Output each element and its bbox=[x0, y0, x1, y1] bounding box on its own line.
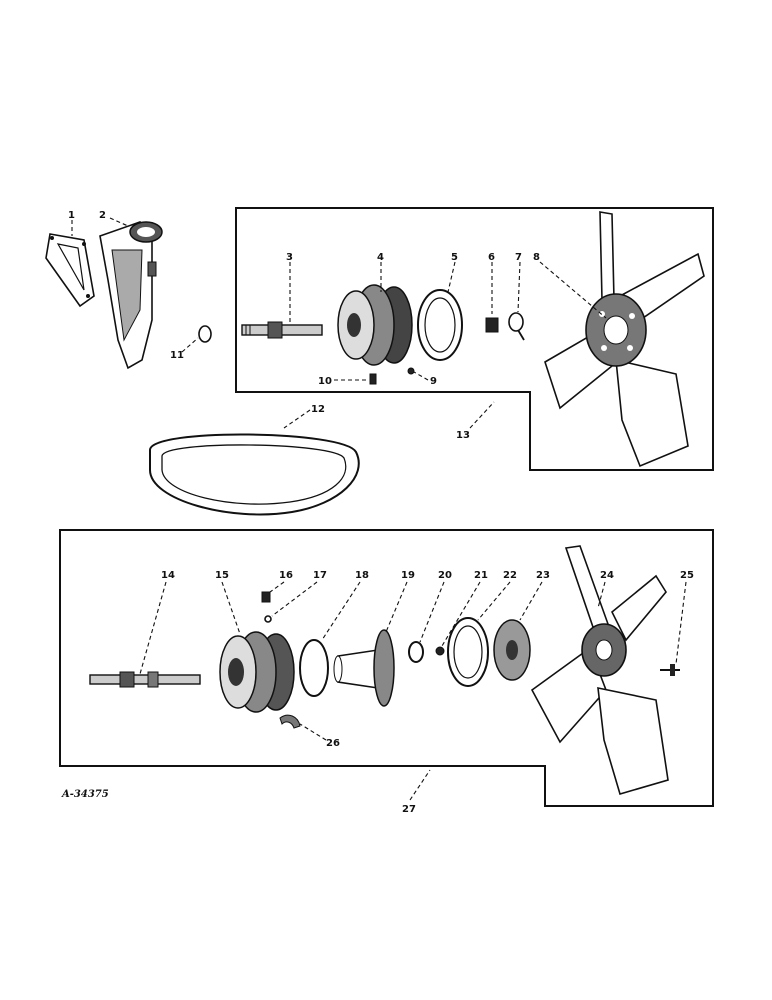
part-24-fan bbox=[530, 545, 669, 795]
part-6-nut bbox=[485, 317, 499, 333]
callout-26: 26 bbox=[326, 738, 340, 749]
callout-13: 13 bbox=[456, 430, 470, 441]
leader-lines bbox=[71, 217, 687, 801]
part-10-screw bbox=[369, 373, 377, 385]
callout-10: 10 bbox=[318, 376, 332, 387]
part-1-gasket bbox=[45, 233, 95, 308]
callout-2: 2 bbox=[99, 210, 106, 221]
callout-19: 19 bbox=[401, 570, 415, 581]
callout-16: 16 bbox=[279, 570, 293, 581]
part-11-washer bbox=[198, 325, 212, 343]
callout-21: 21 bbox=[474, 570, 488, 581]
callout-25: 25 bbox=[680, 570, 694, 581]
part-21-washer bbox=[435, 646, 445, 656]
part-14-shaft bbox=[89, 671, 201, 688]
part-4-pulley bbox=[337, 284, 413, 366]
callout-12: 12 bbox=[311, 404, 325, 415]
callout-14: 14 bbox=[161, 570, 175, 581]
callout-9: 9 bbox=[430, 376, 437, 387]
callout-24: 24 bbox=[600, 570, 614, 581]
part-23-plate bbox=[493, 619, 531, 681]
part-20-snapring bbox=[408, 641, 424, 663]
figure-reference-code: A-34375 bbox=[61, 789, 109, 800]
callout-7: 7 bbox=[515, 252, 522, 263]
part-18-oring bbox=[299, 639, 329, 697]
callout-5: 5 bbox=[451, 252, 458, 263]
callout-15: 15 bbox=[215, 570, 229, 581]
part-3-shaft bbox=[241, 321, 323, 339]
part-8-fan bbox=[544, 211, 705, 468]
part-12-fan-belt bbox=[149, 433, 360, 516]
part-19-hub bbox=[333, 629, 395, 707]
part-5-gasket bbox=[417, 289, 463, 361]
callout-4: 4 bbox=[377, 252, 384, 263]
part-16-fitting bbox=[261, 591, 271, 603]
part-17-ring bbox=[264, 615, 272, 623]
callout-3: 3 bbox=[286, 252, 293, 263]
callout-labels: 1 2 3 4 5 6 7 8 9 10 11 12 13 14 15 16 1… bbox=[68, 210, 694, 815]
part-26-seal bbox=[279, 714, 301, 729]
part-7-lockwasher bbox=[508, 312, 525, 341]
assembly-outline-27 bbox=[59, 529, 714, 807]
part-15-pulley bbox=[219, 631, 295, 713]
callout-20: 20 bbox=[438, 570, 452, 581]
callout-23: 23 bbox=[536, 570, 550, 581]
part-22-gasket bbox=[447, 617, 489, 687]
callout-22: 22 bbox=[503, 570, 517, 581]
callout-6: 6 bbox=[488, 252, 495, 263]
part-2-pump-body bbox=[99, 221, 163, 370]
assembly-outline-13 bbox=[235, 207, 714, 471]
part-9-fastener bbox=[407, 367, 415, 375]
callout-27: 27 bbox=[402, 804, 416, 815]
callout-17: 17 bbox=[313, 570, 327, 581]
callout-8: 8 bbox=[533, 252, 540, 263]
part-25-bolt bbox=[660, 664, 680, 676]
callout-11: 11 bbox=[170, 350, 184, 361]
callout-1: 1 bbox=[68, 210, 75, 221]
callout-18: 18 bbox=[355, 570, 369, 581]
